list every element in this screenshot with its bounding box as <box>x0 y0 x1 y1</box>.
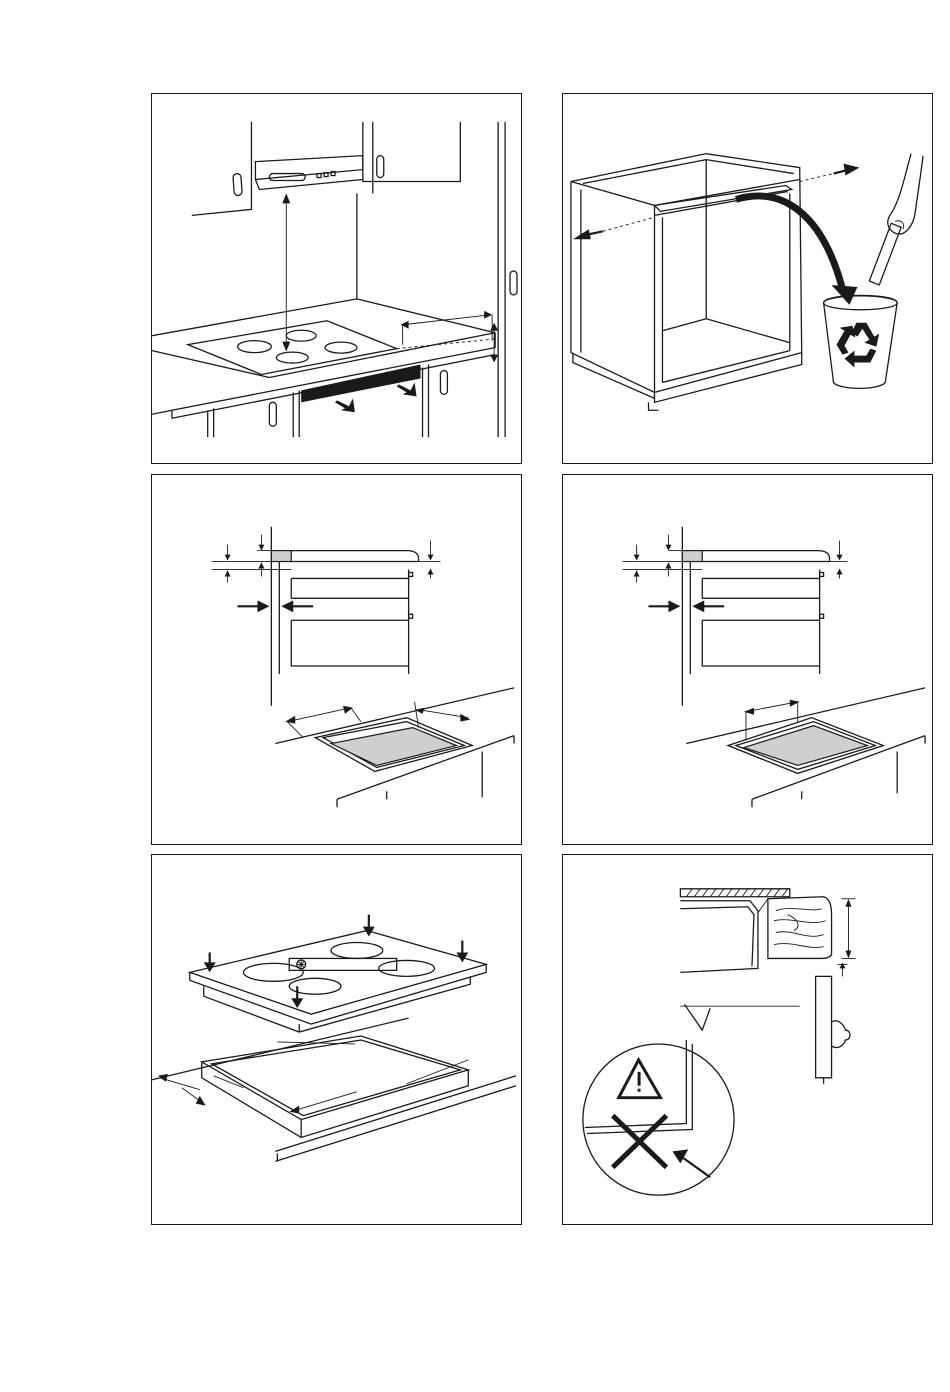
cabinet-rail-diagram <box>563 94 932 463</box>
removed-rail <box>869 223 901 285</box>
figure-cutout-side <box>151 474 522 845</box>
cooking-zone-2 <box>286 330 316 341</box>
figure-hob-installation <box>151 93 522 464</box>
hob-edge <box>702 551 829 562</box>
cabinet-handle-right <box>377 156 384 178</box>
cutout-side-diagram <box>152 475 521 844</box>
figure-cabinet-rail-removal <box>562 93 933 464</box>
protection-warning-diagram <box>563 855 932 1224</box>
cutout-front-diagram <box>563 475 932 844</box>
detail-circle <box>583 1044 734 1195</box>
ventilation-gap <box>301 365 420 403</box>
hob-insertion-diagram <box>152 855 521 1224</box>
warning-triangle-icon <box>619 1060 661 1098</box>
side-strip <box>682 551 702 562</box>
wooden-panel <box>768 897 832 959</box>
hob-installation-diagram <box>152 94 521 463</box>
figure-hob-insertion <box>151 854 522 1225</box>
cabinet-handle-left <box>233 173 242 195</box>
hob-edge <box>291 551 418 562</box>
cooking-zone-1 <box>238 341 272 353</box>
cutout-area <box>331 728 456 766</box>
cooker-hood <box>255 156 362 180</box>
side-strip <box>271 551 291 562</box>
figure-protection-warning <box>562 854 933 1225</box>
door-handle <box>832 1021 850 1048</box>
figure-cutout-front <box>562 474 933 845</box>
cooking-zone-4 <box>325 342 357 353</box>
cooking-zone-3 <box>276 352 308 363</box>
hob-glass <box>190 931 486 1015</box>
cross-icon <box>613 1116 667 1168</box>
hand <box>888 154 923 234</box>
oven-door <box>816 976 832 1077</box>
recycle-icon <box>837 323 880 368</box>
